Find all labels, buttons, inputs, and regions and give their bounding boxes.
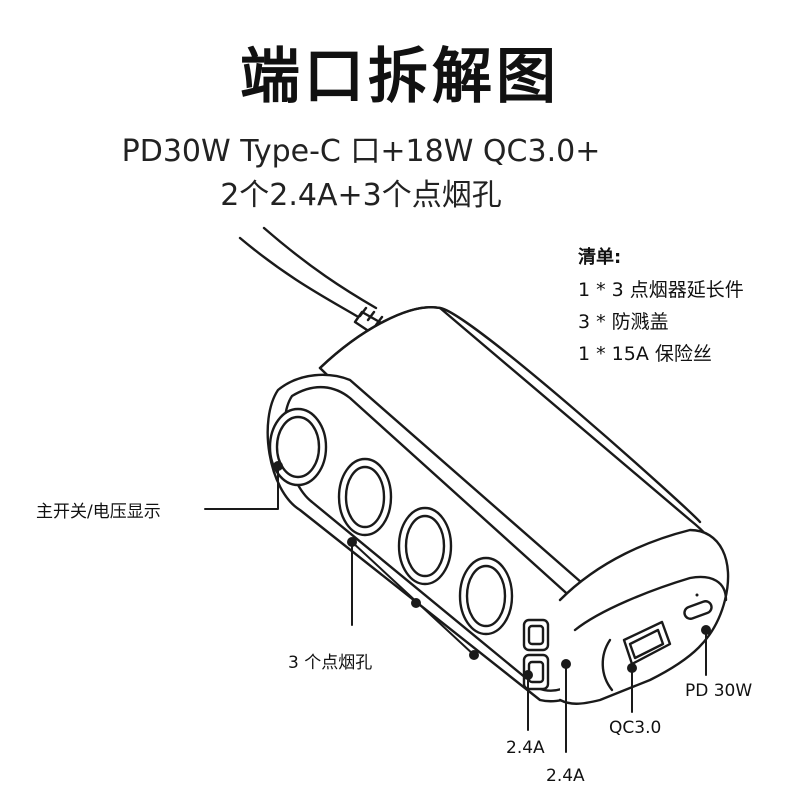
- callout-leaders: [204, 469, 707, 753]
- callout-qc: QC3.0: [609, 718, 662, 738]
- lighter-socket: [337, 457, 393, 537]
- indicator-dot: [695, 593, 699, 597]
- package-list: 清单: 1 * 3 点烟器延长件 3 * 防溅盖 1 * 15A 保险丝: [578, 242, 744, 370]
- lighter-socket: [458, 556, 514, 636]
- callout-usb-a-2: 2.4A: [546, 766, 585, 786]
- power-cable: [238, 226, 392, 342]
- subtitle-line-2: 2个2.4A+3个点烟孔: [220, 178, 502, 213]
- callout-usb-a-1: 2.4A: [506, 738, 545, 758]
- callout-sockets: 3 个点烟孔: [288, 653, 373, 673]
- callout-dots: [273, 461, 711, 680]
- type-c-port: [683, 600, 713, 620]
- leader-sockets-diagonal: [351, 541, 475, 656]
- qc-port: [622, 620, 672, 666]
- page-title: 端口拆解图: [240, 42, 560, 112]
- lighter-socket: [397, 506, 453, 586]
- package-list-heading: 清单:: [578, 247, 622, 268]
- package-list-item: 1 * 3 点烟器延长件: [578, 279, 744, 301]
- lighter-sockets: [337, 457, 514, 636]
- callout-main-switch: 主开关/电压显示: [36, 502, 161, 522]
- package-list-item: 3 * 防溅盖: [578, 311, 669, 333]
- subtitle-line-1: PD30W Type-C 口+18W QC3.0+: [121, 134, 601, 169]
- leader-main-switch: [204, 469, 279, 510]
- callout-pd: PD 30W: [685, 681, 753, 701]
- main-switch: [268, 407, 328, 487]
- package-list-item: 1 * 15A 保险丝: [578, 343, 712, 365]
